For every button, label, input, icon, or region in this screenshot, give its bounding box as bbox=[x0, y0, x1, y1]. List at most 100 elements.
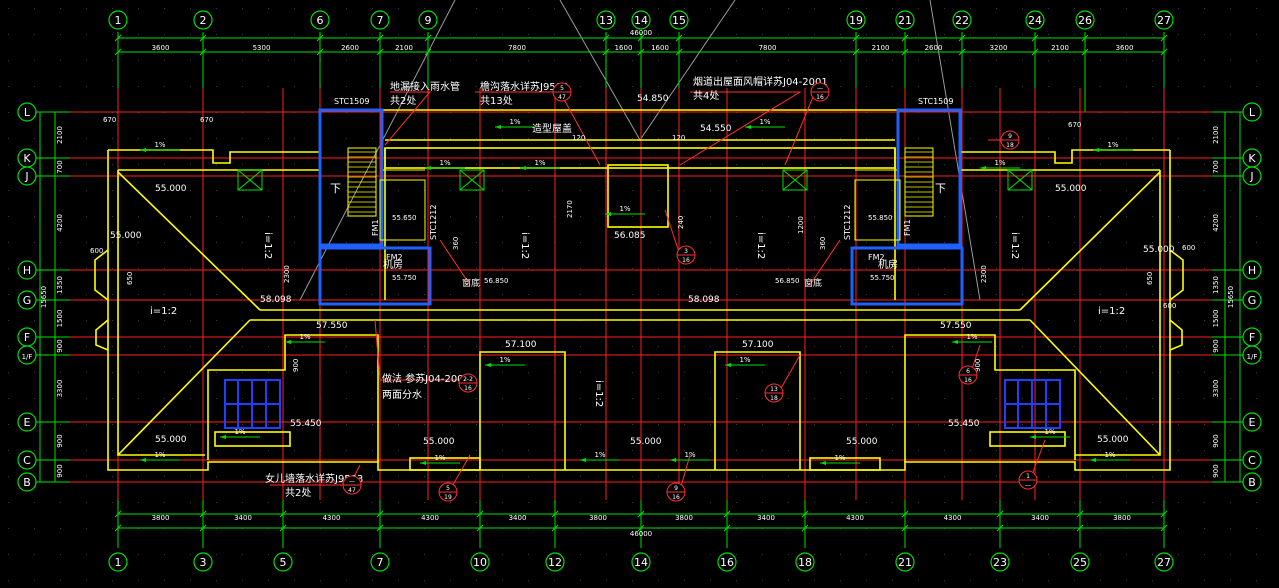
top-dim-10: 3200 bbox=[990, 44, 1008, 52]
grid-dot bbox=[112, 34, 113, 35]
grid-dot bbox=[580, 190, 581, 191]
grid-dot bbox=[1204, 450, 1205, 451]
grid-dot bbox=[450, 138, 451, 139]
grid-dot bbox=[580, 398, 581, 399]
grid-dot bbox=[684, 580, 685, 581]
slope-pct: 1% bbox=[299, 333, 310, 341]
grid-dot bbox=[814, 346, 815, 347]
axis-left-1/F-label: 1/F bbox=[22, 353, 33, 361]
grid-dot bbox=[1126, 398, 1127, 399]
right-dim-0: 2100 bbox=[1212, 126, 1220, 144]
grid-dot bbox=[86, 294, 87, 295]
grid-dot bbox=[710, 294, 711, 295]
grid-dot bbox=[372, 138, 373, 139]
elev-55750-r: 55.750 bbox=[870, 274, 895, 282]
fm1-right: FM1 bbox=[903, 219, 912, 236]
grid-dot bbox=[502, 34, 503, 35]
grid-dot bbox=[970, 424, 971, 425]
grid-dot bbox=[1178, 476, 1179, 477]
grid-dot bbox=[684, 216, 685, 217]
dim-tick bbox=[199, 510, 207, 518]
grid-dot bbox=[1022, 60, 1023, 61]
axis-top-24-label: 24 bbox=[1028, 14, 1042, 27]
grid-dot bbox=[1204, 502, 1205, 503]
grid-dot bbox=[658, 190, 659, 191]
axis-bottom-16-label: 16 bbox=[720, 556, 734, 569]
grid-dot bbox=[1048, 424, 1049, 425]
grid-dot bbox=[112, 216, 113, 217]
dim-670-b: 670 bbox=[200, 116, 213, 124]
grid-dot bbox=[632, 86, 633, 87]
grid-dot bbox=[1126, 268, 1127, 269]
grid-dot bbox=[606, 554, 607, 555]
slope-pct: 1% bbox=[434, 454, 445, 462]
slope-pct: 1% bbox=[1104, 451, 1115, 459]
grid-dot bbox=[762, 60, 763, 61]
grid-dot bbox=[268, 190, 269, 191]
grid-dot bbox=[216, 216, 217, 217]
grid-dot bbox=[1100, 164, 1101, 165]
grid-dot bbox=[294, 86, 295, 87]
grid-dot bbox=[1048, 294, 1049, 295]
grid-dot bbox=[736, 34, 737, 35]
grid-dot bbox=[294, 502, 295, 503]
callout-top: 3 bbox=[684, 248, 688, 255]
grid-dot bbox=[528, 398, 529, 399]
grid-dot bbox=[216, 398, 217, 399]
grid-dot bbox=[1100, 60, 1101, 61]
grid-dot bbox=[86, 164, 87, 165]
callout-bottom: 16 bbox=[964, 377, 972, 384]
grid-dot bbox=[892, 372, 893, 373]
grid-dot bbox=[216, 320, 217, 321]
grid-dot bbox=[138, 242, 139, 243]
slope-v4: i=1:2 bbox=[1009, 232, 1020, 259]
grid-dot bbox=[502, 398, 503, 399]
grid-dot bbox=[268, 450, 269, 451]
top-dim-2: 2600 bbox=[341, 44, 359, 52]
callout-bottom: 47 bbox=[558, 94, 566, 101]
grid-dot bbox=[1022, 86, 1023, 87]
callout-top: 5 bbox=[560, 85, 564, 92]
grid-dot bbox=[1204, 86, 1205, 87]
grid-dot bbox=[1256, 502, 1257, 503]
right-dim-7: 900 bbox=[1212, 434, 1220, 447]
grid-dot bbox=[944, 580, 945, 581]
axis-left-F-label: F bbox=[24, 331, 30, 344]
grid-dot bbox=[346, 580, 347, 581]
grid-dot bbox=[866, 372, 867, 373]
grid-dot bbox=[1256, 8, 1257, 9]
grid-dot bbox=[398, 450, 399, 451]
elev-55000-b2: 55.000 bbox=[423, 437, 455, 447]
grid-dot bbox=[60, 502, 61, 503]
callout-top: 5 bbox=[446, 485, 450, 492]
grid-dot bbox=[60, 424, 61, 425]
grid-dot bbox=[1152, 320, 1153, 321]
grid-dot bbox=[1074, 242, 1075, 243]
grid-dot bbox=[892, 502, 893, 503]
grid-dot bbox=[8, 34, 9, 35]
axis-bottom-10-label: 10 bbox=[473, 556, 487, 569]
dim-2170: 2170 bbox=[566, 200, 574, 218]
grid-dot bbox=[762, 190, 763, 191]
grid-dot bbox=[554, 34, 555, 35]
grid-dot bbox=[34, 34, 35, 35]
grid-dot bbox=[1152, 60, 1153, 61]
grid-dot bbox=[346, 476, 347, 477]
grid-dot bbox=[190, 138, 191, 139]
grid-dot bbox=[918, 294, 919, 295]
grid-dot bbox=[60, 216, 61, 217]
axis-bottom-7-label: 7 bbox=[377, 556, 384, 569]
grid-dot bbox=[112, 346, 113, 347]
grid-dot bbox=[944, 502, 945, 503]
top-dim-9: 2600 bbox=[925, 44, 943, 52]
grid-dot bbox=[112, 320, 113, 321]
axis-top-9-label: 9 bbox=[425, 14, 432, 27]
grid-dot bbox=[1152, 398, 1153, 399]
axis-grid-lines bbox=[36, 32, 1244, 548]
grid-dot bbox=[814, 554, 815, 555]
grid-dot bbox=[528, 372, 529, 373]
grid-dot bbox=[996, 86, 997, 87]
grid-dot bbox=[1022, 346, 1023, 347]
slope-pct: 1% bbox=[154, 451, 165, 459]
grid-dot bbox=[1048, 190, 1049, 191]
